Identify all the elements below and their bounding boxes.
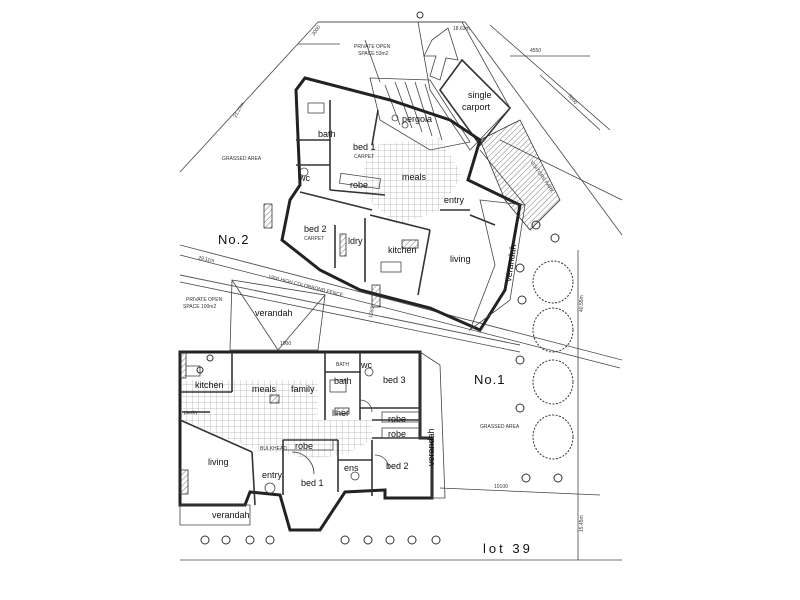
no1-bath-small-label: BATH [336, 362, 349, 368]
driveway-arrow-icon [423, 27, 459, 81]
no1-entry-label: entry [262, 470, 283, 480]
verandah-no2 [469, 199, 526, 332]
no2-bed1-carpet: CARPET [354, 154, 374, 160]
dim-29-11m: 29.11m [198, 255, 215, 264]
no1-bulkhead-label: BULKHEAD [260, 446, 287, 452]
no2-pergola-label: pergola [402, 114, 432, 124]
no2-bed2-label: bed 2 [304, 224, 327, 234]
dim-40-55m: 40.55m [579, 295, 585, 312]
no2-entry-label: entry [444, 195, 465, 205]
no2-carport-label-2: carport [462, 102, 491, 112]
no2-robe-label: robe [350, 180, 368, 190]
no1-bed2-label: bed 2 [386, 461, 409, 471]
verandah-top-no1 [229, 279, 326, 351]
no2-grassed-label: GRASSED AREA [222, 156, 262, 162]
no1-robe-c-label: robe [295, 441, 313, 451]
no1-private-open-1: PRIVATE OPEN [186, 297, 223, 303]
verandah-right-no1 [419, 351, 446, 499]
no2-bath-label: bath [318, 129, 336, 139]
carport [417, 21, 561, 231]
no1-family-label: family [291, 384, 315, 394]
no2-living-label: living [450, 254, 471, 264]
no2-bed2-carpet: CARPET [304, 236, 324, 242]
dim-5000: 5000 [566, 93, 578, 106]
no2-unit-label: No.2 [218, 232, 249, 247]
no2-bed1-label: bed 1 [353, 142, 376, 152]
dim-3000: 3000 [311, 24, 322, 37]
no2-meals-label: meals [402, 172, 427, 182]
dim-15-45m: 15.45m [579, 515, 585, 532]
no1-verandah-top-label: verandah [255, 308, 293, 318]
no1-unit-label: No.1 [474, 372, 505, 387]
dim-18-63m: 18.63m [453, 26, 470, 32]
verandah-bottom-no1 [179, 504, 251, 526]
no2-carport-label-1: single [468, 90, 492, 100]
no1-verandah-bottom-label: verandah [212, 510, 250, 520]
no1-robe-a-label: robe [388, 414, 406, 424]
dim-1550: 1550 [368, 306, 376, 318]
no1-meals-label: meals [252, 384, 277, 394]
no1-wc-label: wc [360, 360, 372, 370]
no2-kitchen-label: kitchen [388, 245, 417, 255]
lot-label: lot 39 [483, 541, 533, 556]
unit-no1: kitchen meals family BATH bath wc bed 3 … [178, 279, 520, 532]
no1-ens-label: ens [344, 463, 359, 473]
no1-kitchen-label: kitchen [195, 380, 224, 390]
trees-large [532, 260, 574, 460]
shrubs [196, 11, 563, 545]
pergola [369, 77, 471, 151]
no1-bed1-label: bed 1 [301, 478, 324, 488]
no1-linen-label: liner [332, 408, 349, 418]
no2-private-open-2: SPACE 53m2 [358, 51, 389, 57]
dim-1000: 1000 [280, 341, 291, 347]
no1-robe-b-label: robe [388, 429, 406, 439]
dim-4550: 4550 [530, 48, 541, 54]
no1-bed3-label: bed 3 [383, 375, 406, 385]
no2-private-open-1: PRIVATE OPEN [354, 44, 391, 50]
no2-ldry-label: ldry [348, 236, 363, 246]
no1-pantry-label: pantry [184, 410, 198, 416]
no1-verandah-right-label: verandah [426, 428, 436, 466]
dim-10100: 10100 [494, 484, 508, 490]
no1-living-label: living [208, 457, 229, 467]
no1-bath-label: bath [334, 376, 352, 386]
no2-wc-label: wc [298, 173, 310, 183]
no1-private-open-2: SPACE 100m2 [183, 304, 216, 310]
no1-grassed-label: GRASSED AREA [480, 424, 520, 430]
